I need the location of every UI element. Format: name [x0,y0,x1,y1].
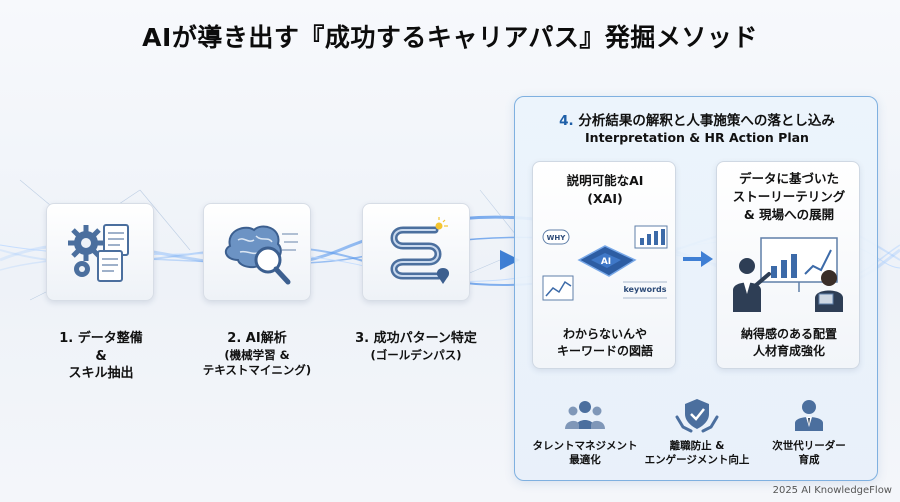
step-label-ai-analysis: 2. AI解析 (機械学習 & テキストマイニング) [202,331,312,378]
step-card-success-pattern [362,203,470,301]
brain-magnifier-icon [224,225,298,285]
outcome-leadership: 次世代リーダー 育成 [749,397,869,467]
footer-credit: 2025 AI KnowledgeFlow [772,485,892,496]
ai-chip-text: AI [601,257,611,267]
storytelling-card: データに基づいた ストーリーテリング & 現場への展開 納得感のある配置 人材育… [716,161,860,369]
step-label-success-pattern: 3. 成功パターン特定 (ゴールデンパス) [355,331,477,362]
xai-card-title: 説明可能なAI (XAI) [566,173,644,207]
outcome-retention: 離職防止 & エンゲージメント向上 [637,397,757,467]
panel-title: 4. 分析結果の解釈と人事施策への落とし込み [559,113,835,129]
shield-hands-icon [675,399,719,433]
gears-documents-icon [68,224,129,282]
ai-chip-icon: WHY AI keywords [542,225,668,301]
xai-card: 説明可能なAI (XAI) WHY AI keywords わからないんや キー… [532,161,676,369]
storytelling-card-title: データに基づいた ストーリーテリング & 現場への展開 [732,171,846,223]
winding-path-icon [390,217,450,284]
step-card-data-prep [46,203,154,301]
outcome-talent-management: タレントマネジメント 最適化 [525,397,645,467]
step-card-ai-analysis [203,203,311,301]
page-title: AIが導き出す『成功するキャリアパス』発掘メソッド [142,23,758,52]
xai-card-caption: わからないんや キーワードの図語 [556,327,653,358]
interpretation-panel: 4. 分析結果の解釈と人事施策への落とし込み Interpretation & … [514,96,878,481]
arrow-right-icon [683,251,713,267]
keywords-text: keywords [623,285,666,294]
step-label-data-prep: 1. データ整備 & スキル抽出 [59,331,143,382]
why-bubble-text: WHY [547,234,567,242]
leader-icon [795,400,823,431]
presentation-icon [733,237,843,312]
panel-subtitle: Interpretation & HR Action Plan [585,130,809,145]
team-icon [565,401,605,429]
storytelling-card-caption: 納得感のある配置 人材育成強化 [740,327,837,358]
